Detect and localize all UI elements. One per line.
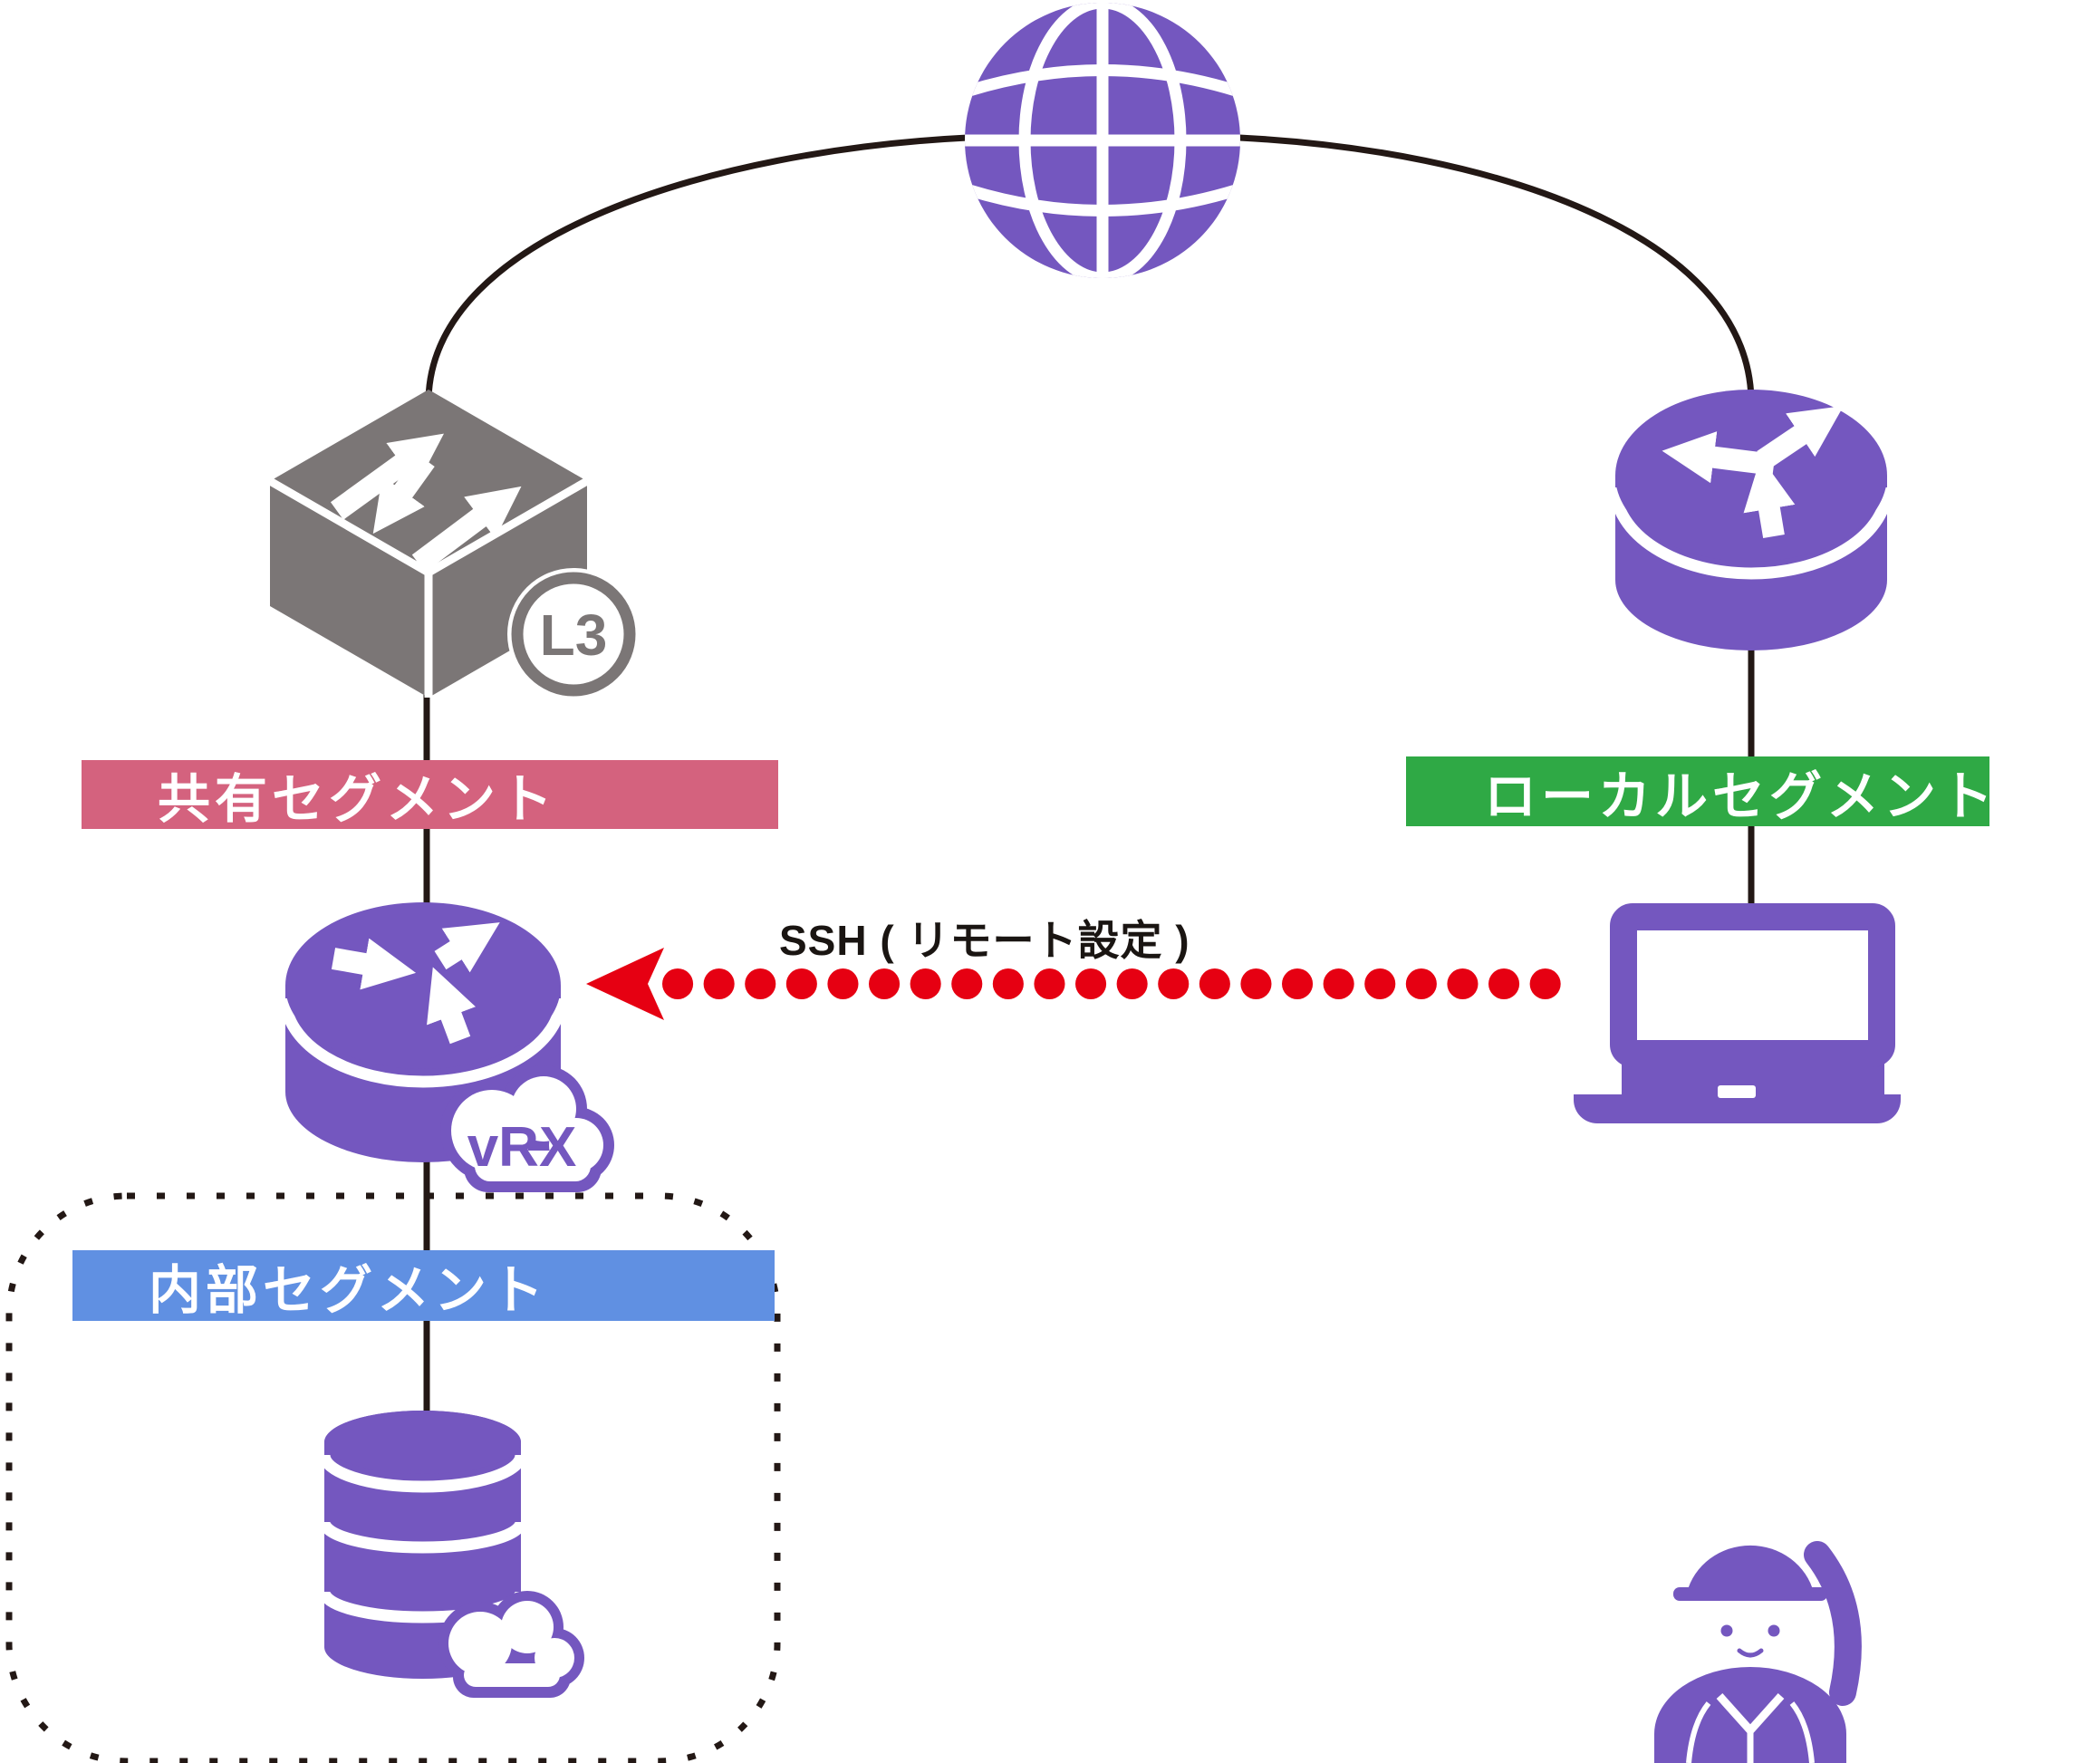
l3-badge: L3	[507, 568, 640, 700]
internal-segment-label: 内部セグメント	[72, 1250, 775, 1321]
local-segment-label: ローカルセグメント	[1406, 756, 1993, 826]
local-segment-text: ローカルセグメント	[1484, 766, 1999, 826]
curve-internet-to-router	[1238, 134, 1755, 400]
vrx-router-icon: vRX	[279, 902, 614, 1192]
shared-segment-label: 共有セグメント	[82, 760, 778, 829]
internal-segment-dotted-boundary	[5, 1192, 781, 1763]
ssh-connection-label: SSH ( リモート設定 )	[779, 917, 1190, 964]
local-router-icon	[1609, 390, 1893, 650]
vrx-badge: vRX	[440, 1065, 614, 1192]
laptop-icon	[1574, 903, 1901, 1123]
ssh-arrow	[586, 948, 1592, 1020]
l3-badge-label: L3	[540, 602, 608, 668]
globe-icon	[965, 3, 1240, 278]
l3-switch-icon: L3	[267, 390, 640, 700]
shared-segment-text: 共有セグメント	[158, 770, 558, 829]
database-cloud-icon	[318, 1411, 584, 1698]
ssh-arrowhead	[586, 948, 664, 1020]
internal-segment-text: 内部セグメント	[149, 1261, 549, 1320]
cloud-icon	[438, 1591, 584, 1698]
vrx-badge-label: vRX	[467, 1116, 577, 1179]
worker-person-icon	[1654, 1541, 1862, 1763]
curve-internet-to-l3	[425, 134, 968, 400]
